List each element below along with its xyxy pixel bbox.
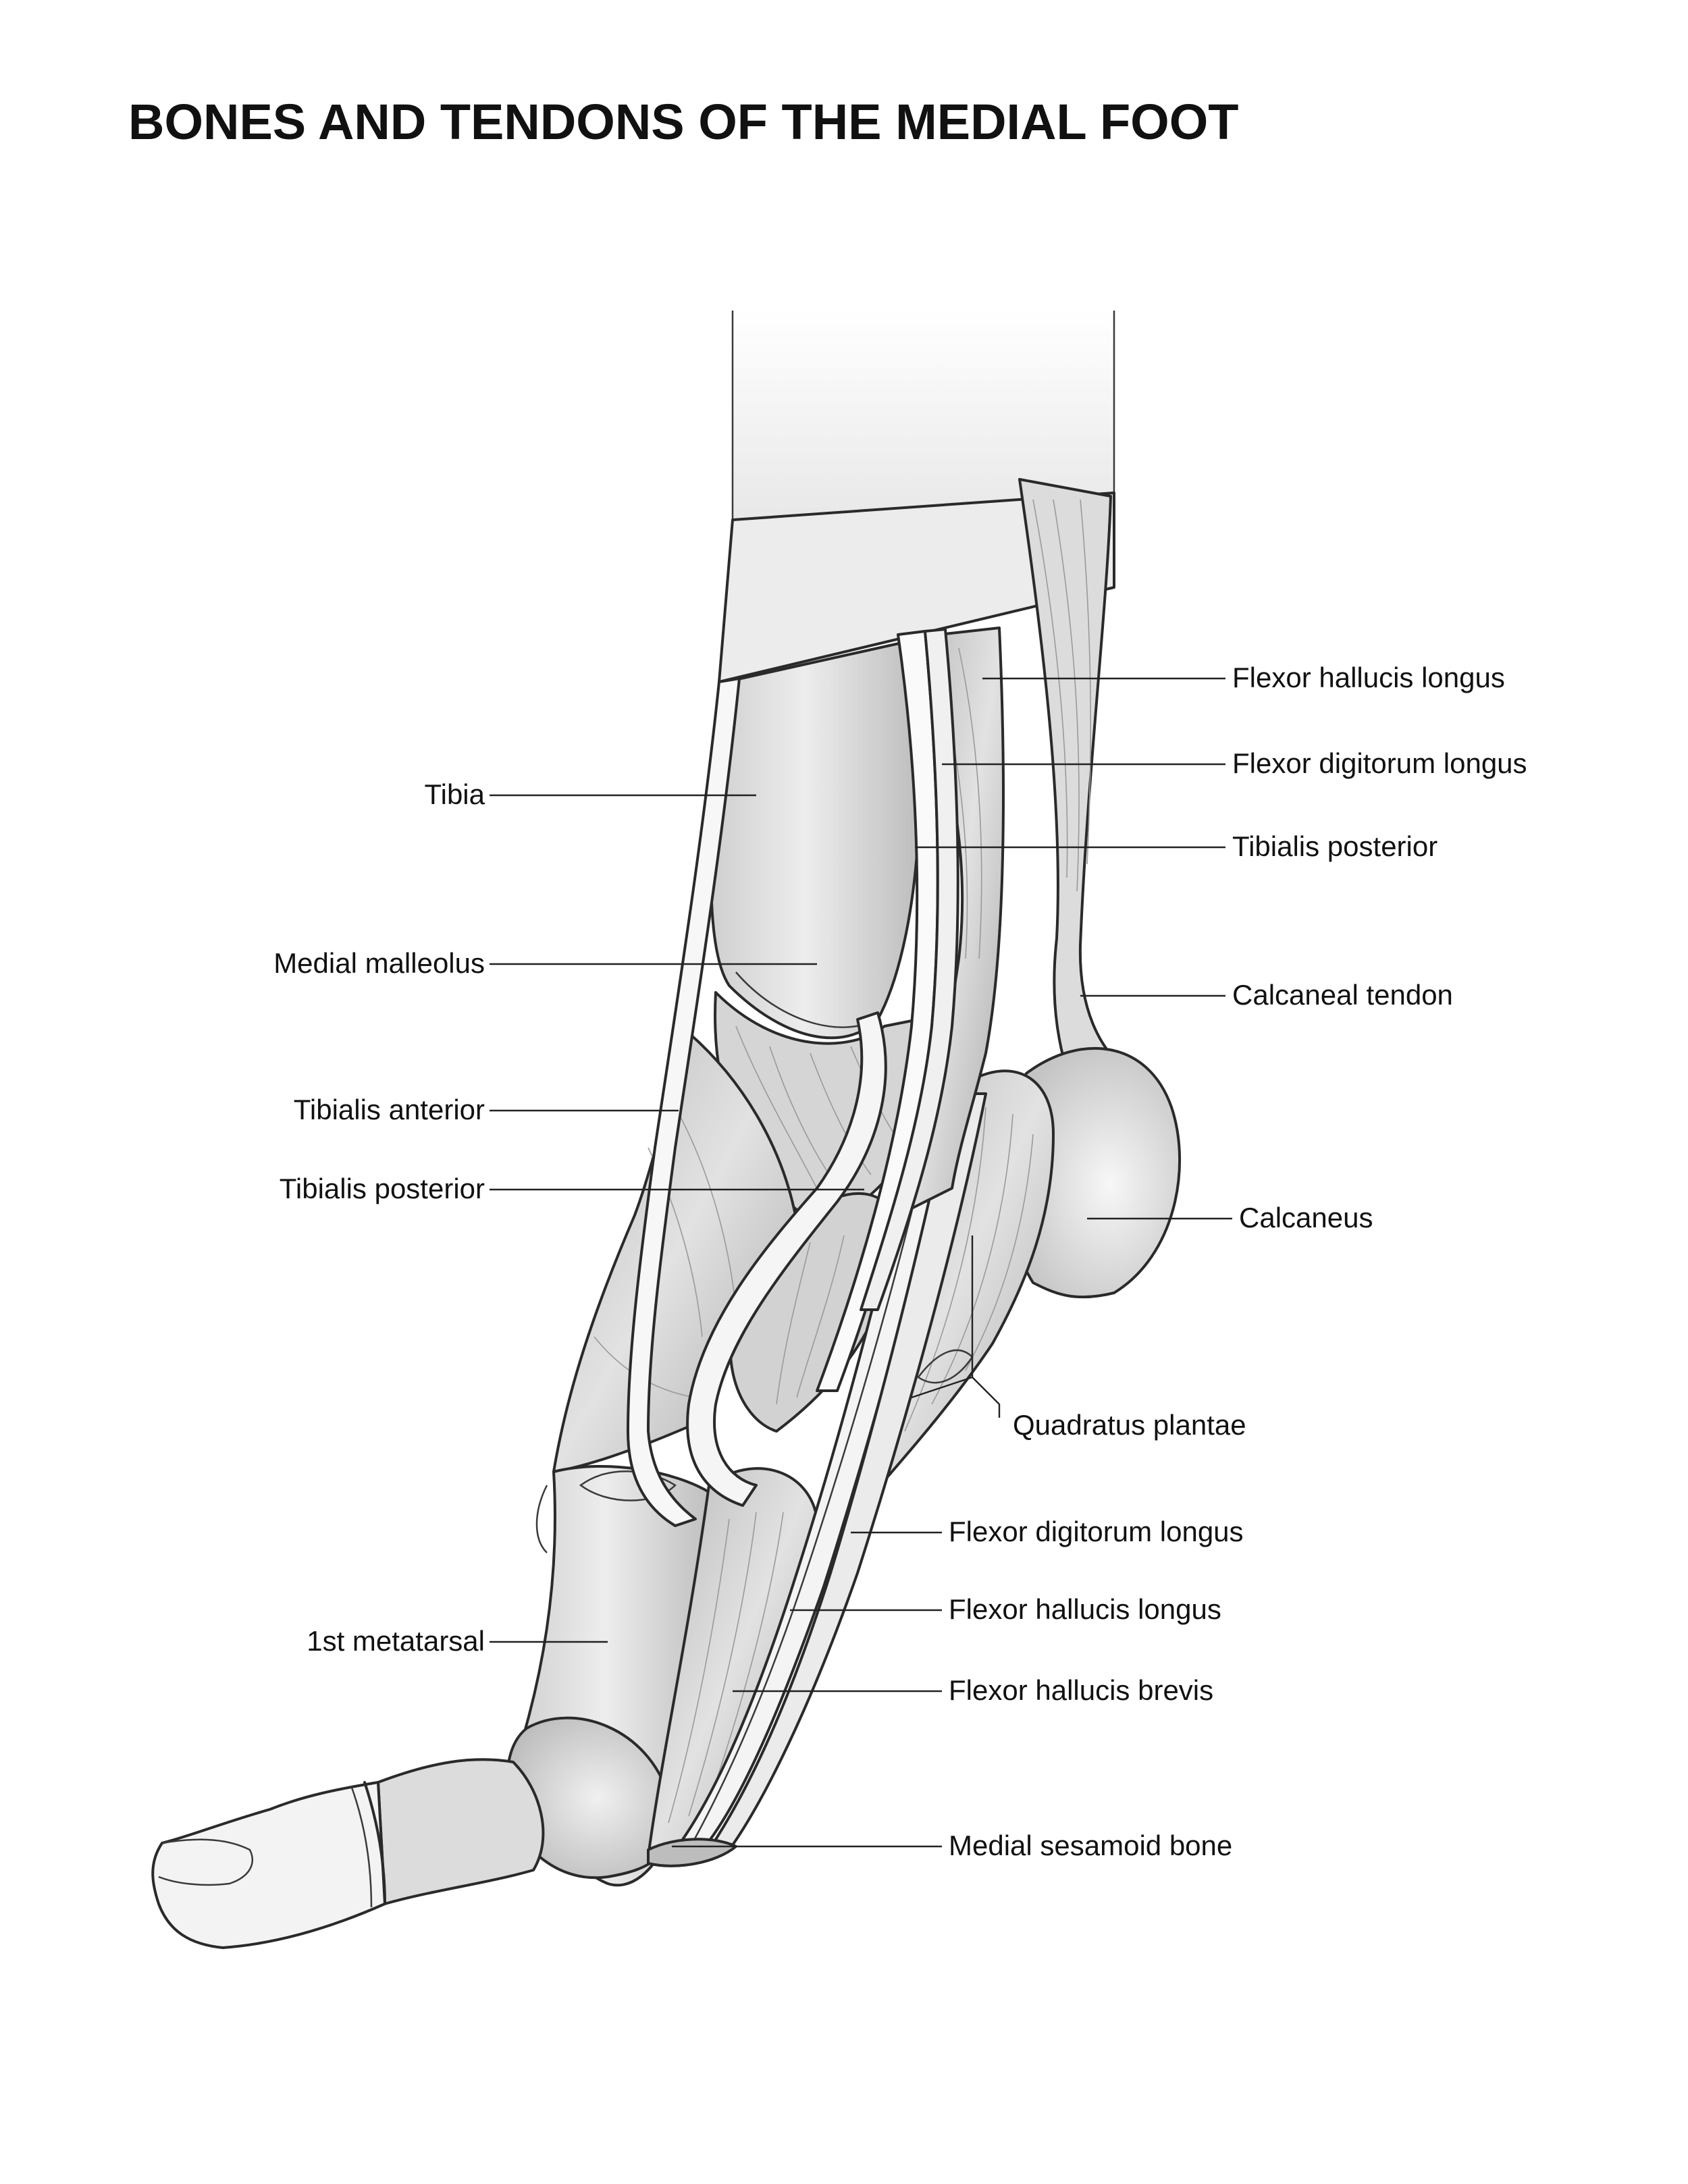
label-flexor-hallucis-brevis: Flexor hallucis brevis xyxy=(949,1674,1213,1706)
tibia-bone xyxy=(710,640,922,1040)
label-flexor-digitorum-longus-upper: Flexor digitorum longus xyxy=(1232,747,1527,779)
leader-lines-left xyxy=(490,794,864,1643)
tibialis-posterior-tendon xyxy=(686,1011,887,1507)
label-calcaneal-tendon: Calcaneal tendon xyxy=(1232,979,1453,1011)
tibialis-anterior-tendon xyxy=(627,677,741,1527)
label-flexor-digitorum-longus-lower: Flexor digitorum longus xyxy=(949,1516,1244,1547)
medial-sesamoid xyxy=(647,1838,737,1867)
leader-lines-right xyxy=(672,677,1232,1848)
label-flexor-hallucis-longus-upper: Flexor hallucis longus xyxy=(1232,662,1505,693)
label-quadratus-plantae: Quadratus plantae xyxy=(1013,1409,1246,1441)
calcaneal-tendon xyxy=(1018,478,1142,1109)
label-flexor-hallucis-longus-lower: Flexor hallucis longus xyxy=(949,1593,1221,1625)
posterior-flexor-tendons-upper xyxy=(816,627,1005,1392)
label-medial-malleolus: Medial malleolus xyxy=(273,947,485,979)
hallux xyxy=(151,1758,545,1949)
label-tibialis-posterior-left: Tibialis posterior xyxy=(280,1173,485,1204)
page-title: BONES AND TENDONS OF THE MEDIAL FOOT xyxy=(128,94,1239,150)
label-calcaneus: Calcaneus xyxy=(1239,1202,1373,1233)
label-tibia: Tibia xyxy=(425,778,485,810)
label-first-metatarsal: 1st metatarsal xyxy=(307,1625,485,1657)
label-tibialis-anterior: Tibialis anterior xyxy=(294,1094,485,1125)
label-tibialis-posterior-upper: Tibialis posterior xyxy=(1232,830,1438,862)
leg-sleeve xyxy=(718,311,1115,683)
label-medial-sesamoid-bone: Medial sesamoid bone xyxy=(949,1830,1232,1861)
